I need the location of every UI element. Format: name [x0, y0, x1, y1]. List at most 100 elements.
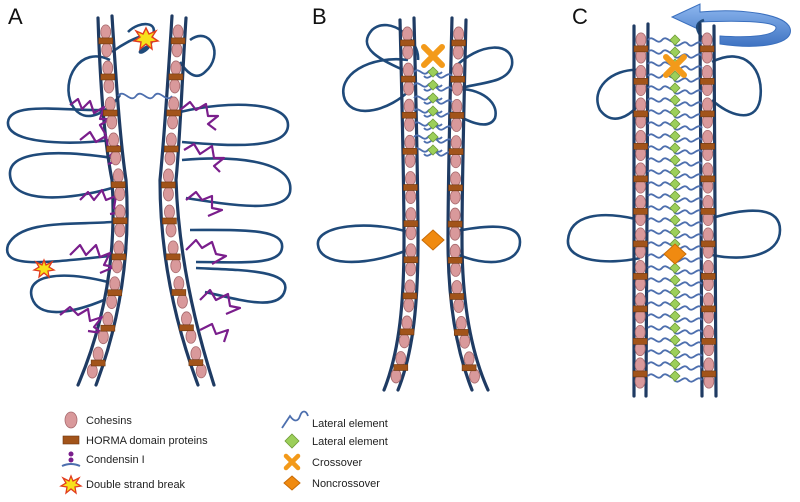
horma-protein [402, 292, 418, 300]
cohesin [163, 186, 174, 202]
cohesin [701, 64, 713, 80]
diamond-icon [663, 243, 687, 265]
horma-protein [400, 75, 416, 83]
cohesin [635, 64, 647, 80]
horma-protein [451, 39, 466, 47]
legend-label-dsb: Double strand break [86, 479, 186, 491]
cohesin [635, 194, 646, 210]
cohesin [168, 96, 180, 112]
horma-protein [110, 181, 126, 189]
horma-protein [100, 324, 116, 332]
horma-protein [700, 208, 716, 215]
cohesin [111, 258, 123, 274]
cohesin [403, 80, 415, 96]
cohesin [449, 189, 461, 205]
cohesin [451, 280, 463, 295]
cohesin [452, 44, 464, 60]
dsb-marker-top [132, 26, 160, 51]
horma-protein [632, 370, 648, 378]
panel-b [316, 16, 522, 392]
cohesin [634, 259, 646, 275]
horma-protein [700, 143, 715, 150]
panel-b-axis-1 [382, 18, 406, 392]
cohesin [702, 162, 714, 178]
panel-c-cohesins [634, 32, 715, 389]
panel-c-lateral-elements [647, 37, 703, 383]
lateral-element-diamond [669, 166, 681, 178]
horma-protein [403, 256, 419, 264]
cohesin [449, 207, 461, 223]
horma-protein [448, 184, 463, 192]
panel-c-lateral-element-diamonds [669, 34, 681, 382]
cohesin [164, 150, 176, 166]
legend-item-cohesins: Cohesins [64, 411, 132, 429]
lateral-element-diamond [427, 105, 439, 117]
legend-item-lateral-element-diamond: Lateral element [284, 433, 388, 449]
cohesin [455, 316, 467, 331]
cohesin [634, 292, 646, 308]
cohesin [635, 32, 647, 48]
cohesin [395, 351, 407, 366]
cohesin [390, 368, 402, 384]
horma-protein [633, 240, 648, 248]
lateral-element-diamond [427, 131, 439, 143]
horma-protein [449, 293, 465, 300]
cohesin [404, 116, 415, 132]
cohesin [403, 98, 415, 114]
horma-protein [447, 220, 463, 228]
horma-protein [633, 143, 648, 150]
cohesin [450, 171, 461, 187]
horma-protein [701, 338, 716, 345]
horma-protein [170, 37, 186, 45]
lateral-element-diamond-icon [284, 433, 300, 449]
panel-a [5, 14, 292, 387]
horma-protein [700, 175, 716, 183]
lateral-element-diamond [427, 144, 439, 156]
cohesin [635, 162, 647, 178]
cohesin [702, 259, 714, 275]
cohesin [451, 99, 463, 114]
starburst-icon [59, 474, 83, 495]
cohesin [167, 240, 179, 256]
panel-c-crossover [663, 54, 687, 78]
horma-protein [403, 220, 419, 227]
cohesin [634, 324, 646, 340]
panel-c [566, 3, 791, 398]
x-cross-icon [283, 453, 301, 471]
diamond-icon [421, 229, 445, 251]
horma-protein [168, 73, 184, 81]
cohesin [402, 44, 414, 60]
lateral-element-diamond [669, 46, 681, 58]
legend-label-lateral-element-coil: Lateral element [312, 418, 388, 430]
lateral-element-diamond [669, 274, 681, 286]
cohesin [172, 24, 184, 40]
horma-protein [701, 273, 716, 280]
cohesin [113, 240, 125, 256]
cohesin [170, 60, 182, 76]
cohesin [450, 153, 462, 169]
lateral-element-diamond [669, 178, 681, 190]
horma-protein [399, 328, 415, 336]
legend-label-condensin: Condensin I [86, 454, 145, 466]
panel-b-horma-proteins [393, 39, 477, 372]
cohesin [190, 346, 202, 362]
horma-protein [179, 324, 194, 332]
horma-protein [402, 148, 418, 155]
lateral-element-diamond [427, 66, 439, 78]
panel-b-lateral-element-diamonds [427, 66, 439, 156]
cohesin [451, 80, 463, 96]
cohesin [453, 26, 465, 42]
cohesin [635, 129, 647, 145]
cohesin [164, 204, 175, 220]
cohesin [703, 324, 715, 340]
panel-a-lateral-element-bridge [117, 92, 173, 100]
horma-protein [393, 364, 409, 371]
cohesin [185, 328, 197, 344]
lateral-element-diamond [669, 94, 681, 106]
cohesin [109, 276, 121, 292]
lateral-element-diamond [669, 190, 681, 202]
cohesin [165, 132, 177, 148]
lateral-element-diamond [669, 70, 681, 82]
lateral-element-diamond [669, 370, 681, 382]
horma-protein [633, 45, 649, 53]
